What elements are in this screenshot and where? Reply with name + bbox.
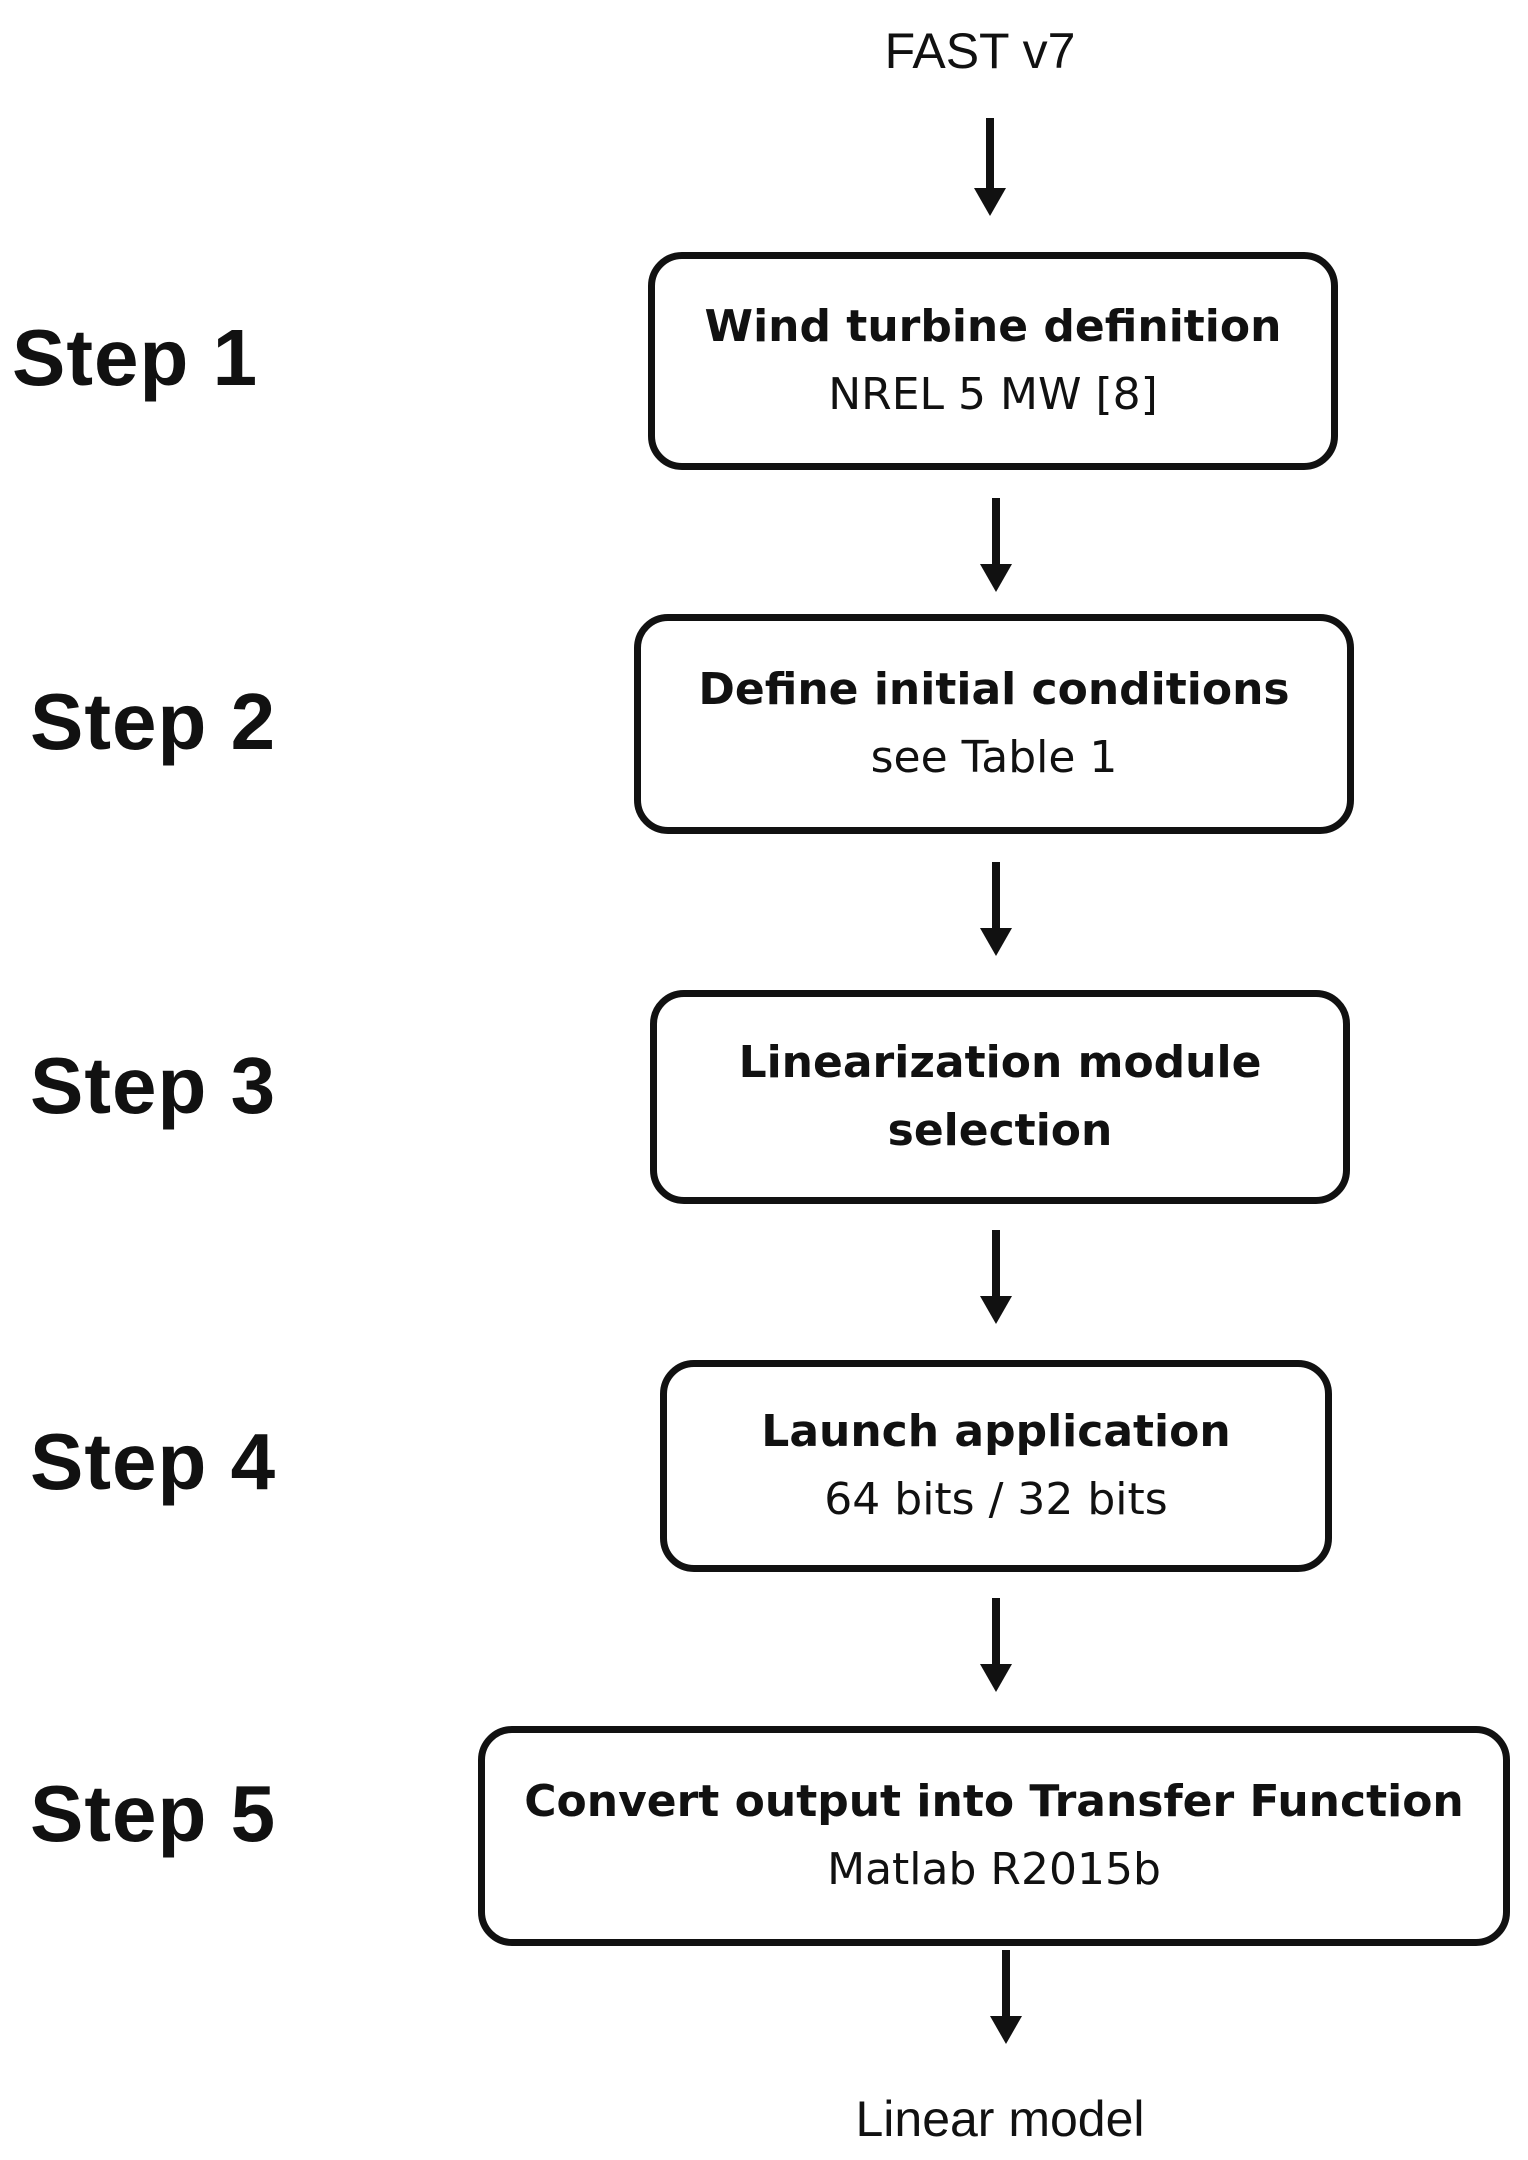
input-label: FAST v7: [884, 23, 1076, 79]
arrow-step2-to-step3: [980, 862, 1012, 956]
step-5-label: Step 5: [30, 1769, 277, 1858]
step-2-subtitle: see Table 1: [870, 732, 1118, 783]
step-4-label: Step 4: [30, 1417, 277, 1506]
step-4-box: Launch application 64 bits / 32 bits: [660, 1360, 1332, 1572]
step-3-title: Linearization module: [738, 1037, 1262, 1088]
step-2-box: Define initial conditions see Table 1: [634, 614, 1354, 834]
step-3-label: Step 3: [30, 1041, 277, 1130]
arrow-step1-to-step2: [980, 498, 1012, 592]
arrow-step3-to-step4: [980, 1230, 1012, 1324]
step-3-box: Linearization module selection: [650, 990, 1350, 1204]
arrow-step4-to-step5: [980, 1598, 1012, 1692]
step-3-subtitle: selection: [887, 1105, 1113, 1156]
step-5-box: Convert output into Transfer Function Ma…: [478, 1726, 1510, 1946]
step-1-box: Wind turbine definition NREL 5 MW [8]: [648, 252, 1338, 470]
arrow-step5-to-output: [990, 1950, 1022, 2044]
step-4-subtitle: 64 bits / 32 bits: [824, 1474, 1168, 1525]
step-5-subtitle: Matlab R2015b: [827, 1844, 1161, 1895]
step-1-title: Wind turbine definition: [704, 301, 1282, 352]
step-5-title: Convert output into Transfer Function: [524, 1776, 1464, 1827]
arrow-input-to-step1: [974, 118, 1006, 216]
step-1-subtitle: NREL 5 MW [8]: [828, 369, 1158, 420]
output-label: Linear model: [855, 2091, 1145, 2147]
step-4-title: Launch application: [761, 1406, 1231, 1457]
step-2-title: Define initial conditions: [698, 664, 1290, 715]
step-1-label: Step 1: [12, 313, 259, 402]
step-2-label: Step 2: [30, 677, 277, 766]
